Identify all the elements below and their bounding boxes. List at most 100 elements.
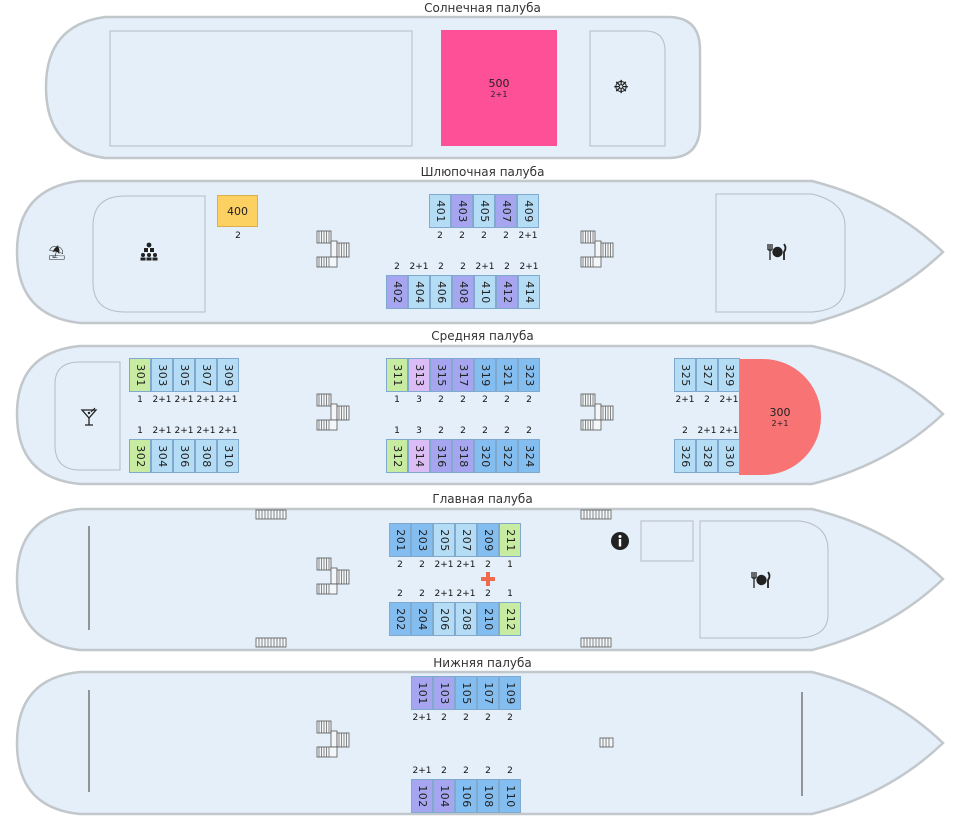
cabin-211[interactable]: 211 bbox=[499, 523, 521, 557]
cabin-406[interactable]: 406 bbox=[430, 275, 452, 309]
cabin-110[interactable]: 110 bbox=[499, 779, 521, 813]
cabin-capacity: 3 bbox=[416, 426, 422, 436]
restaurant-icon bbox=[766, 243, 788, 266]
cabin-number: 204 bbox=[415, 607, 429, 631]
cabin-number: 312 bbox=[390, 444, 404, 468]
cabin-109[interactable]: 109 bbox=[499, 676, 521, 710]
cabin-322[interactable]: 322 bbox=[496, 439, 518, 473]
cabin-204[interactable]: 204 bbox=[411, 602, 433, 636]
cabin-212[interactable]: 212 bbox=[499, 602, 521, 636]
cabin-312[interactable]: 312 bbox=[386, 439, 408, 473]
cabin-capacity: 2 bbox=[704, 395, 710, 405]
cabin-302[interactable]: 302 bbox=[129, 439, 151, 473]
cabin-305[interactable]: 305 bbox=[173, 358, 195, 392]
cabin-405[interactable]: 405 bbox=[473, 194, 495, 228]
cabin-304[interactable]: 304 bbox=[151, 439, 173, 473]
cabin-409[interactable]: 409 bbox=[517, 194, 539, 228]
cabin-108[interactable]: 108 bbox=[477, 779, 499, 813]
cabin-320[interactable]: 320 bbox=[474, 439, 496, 473]
cabin-102[interactable]: 102 bbox=[411, 779, 433, 813]
cabin-number: 329 bbox=[722, 363, 736, 387]
cabin-410[interactable]: 410 bbox=[474, 275, 496, 309]
cabin-101[interactable]: 101 bbox=[411, 676, 433, 710]
cabin-317[interactable]: 317 bbox=[452, 358, 474, 392]
cabin-325[interactable]: 325 bbox=[674, 358, 696, 392]
cabin-number: 319 bbox=[478, 363, 492, 387]
cabin-307[interactable]: 307 bbox=[195, 358, 217, 392]
cabin-capacity: 2 bbox=[485, 766, 491, 776]
cabin-209[interactable]: 209 bbox=[477, 523, 499, 557]
cabin-323[interactable]: 323 bbox=[518, 358, 540, 392]
cabin-205[interactable]: 205 bbox=[433, 523, 455, 557]
cabin-306[interactable]: 306 bbox=[173, 439, 195, 473]
cabin-105[interactable]: 105 bbox=[455, 676, 477, 710]
helm-icon: ☸ bbox=[613, 77, 630, 98]
cabin-capacity: 2+1 bbox=[456, 589, 476, 599]
cabin-326[interactable]: 326 bbox=[674, 439, 696, 473]
cabin-number: 301 bbox=[133, 363, 147, 387]
cabin-408[interactable]: 408 bbox=[452, 275, 474, 309]
cabin-328[interactable]: 328 bbox=[696, 439, 718, 473]
cabin-capacity: 2 bbox=[397, 560, 403, 570]
cabin-number: 322 bbox=[500, 444, 514, 468]
cabin-319[interactable]: 319 bbox=[474, 358, 496, 392]
info-room bbox=[640, 520, 694, 562]
cabin-capacity: 2 bbox=[507, 766, 513, 776]
cabin-303[interactable]: 303 bbox=[151, 358, 173, 392]
cabin-208[interactable]: 208 bbox=[455, 602, 477, 636]
cabin-number: 109 bbox=[503, 681, 517, 705]
suite-400[interactable]: 400 bbox=[217, 195, 258, 227]
cabin-324[interactable]: 324 bbox=[518, 439, 540, 473]
cabin-311[interactable]: 311 bbox=[386, 358, 408, 392]
cabin-number: 107 bbox=[481, 681, 495, 705]
cabin-412[interactable]: 412 bbox=[496, 275, 518, 309]
cabin-310[interactable]: 310 bbox=[217, 439, 239, 473]
cabin-315[interactable]: 315 bbox=[430, 358, 452, 392]
suite-number: 400 bbox=[227, 204, 248, 218]
cabin-capacity: 2+1 bbox=[434, 560, 454, 570]
cabin-330[interactable]: 330 bbox=[718, 439, 740, 473]
cabin-403[interactable]: 403 bbox=[451, 194, 473, 228]
cabin-404[interactable]: 404 bbox=[408, 275, 430, 309]
cabin-capacity: 2+1 bbox=[475, 262, 495, 272]
cabin-203[interactable]: 203 bbox=[411, 523, 433, 557]
suite-500[interactable]: 500 2+1 bbox=[441, 30, 557, 146]
cabin-number: 317 bbox=[456, 363, 470, 387]
cabin-capacity: 2 bbox=[485, 589, 491, 599]
main-deck-title: Главная палуба bbox=[432, 492, 533, 506]
cabin-103[interactable]: 103 bbox=[433, 676, 455, 710]
cabin-313[interactable]: 313 bbox=[408, 358, 430, 392]
cabin-number: 327 bbox=[700, 363, 714, 387]
cabin-107[interactable]: 107 bbox=[477, 676, 499, 710]
cabin-104[interactable]: 104 bbox=[433, 779, 455, 813]
cabin-407[interactable]: 407 bbox=[495, 194, 517, 228]
cabin-316[interactable]: 316 bbox=[430, 439, 452, 473]
cabin-number: 326 bbox=[678, 444, 692, 468]
cabin-106[interactable]: 106 bbox=[455, 779, 477, 813]
cabin-number: 305 bbox=[177, 363, 191, 387]
cabin-201[interactable]: 201 bbox=[389, 523, 411, 557]
cabin-309[interactable]: 309 bbox=[217, 358, 239, 392]
cabin-401[interactable]: 401 bbox=[429, 194, 451, 228]
cabin-capacity: 2+1 bbox=[519, 262, 539, 272]
cabin-207[interactable]: 207 bbox=[455, 523, 477, 557]
cabin-308[interactable]: 308 bbox=[195, 439, 217, 473]
cabin-414[interactable]: 414 bbox=[518, 275, 540, 309]
cabin-206[interactable]: 206 bbox=[433, 602, 455, 636]
cabin-210[interactable]: 210 bbox=[477, 602, 499, 636]
cabin-capacity: 2 bbox=[419, 560, 425, 570]
cabin-402[interactable]: 402 bbox=[386, 275, 408, 309]
cabin-321[interactable]: 321 bbox=[496, 358, 518, 392]
cabin-329[interactable]: 329 bbox=[718, 358, 740, 392]
cabin-number: 201 bbox=[393, 528, 407, 552]
cabin-202[interactable]: 202 bbox=[389, 602, 411, 636]
cabin-capacity: 2 bbox=[526, 395, 532, 405]
cabin-318[interactable]: 318 bbox=[452, 439, 474, 473]
suite-capacity: 2 bbox=[235, 231, 241, 241]
cabin-301[interactable]: 301 bbox=[129, 358, 151, 392]
cabin-capacity: 2 bbox=[441, 766, 447, 776]
cabin-number: 103 bbox=[437, 681, 451, 705]
cabin-314[interactable]: 314 bbox=[408, 439, 430, 473]
cabin-327[interactable]: 327 bbox=[696, 358, 718, 392]
cabin-capacity: 2+1 bbox=[697, 426, 717, 436]
